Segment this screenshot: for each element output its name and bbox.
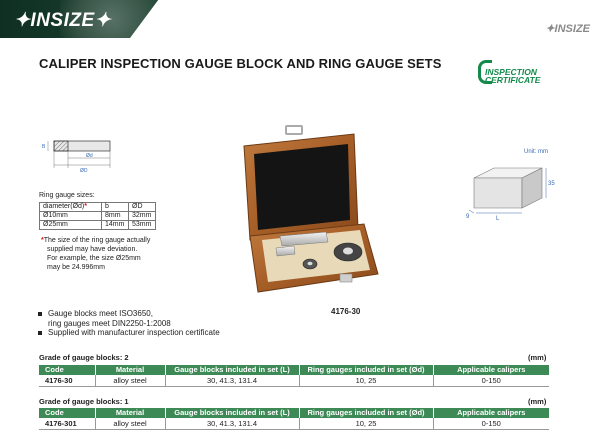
certificate-frame-icon	[478, 60, 492, 84]
spec-table-2: Code Material Gauge blocks included in s…	[39, 408, 549, 430]
cell-code: 4176-301	[39, 418, 96, 430]
column-header-calipers: Applicable calipers	[433, 365, 549, 375]
spec-table-header: Code Material Gauge blocks included in s…	[39, 365, 549, 375]
column-header-code: Code	[39, 365, 96, 375]
sketch-D-label: ØD	[80, 168, 88, 173]
cell-material: alloy steel	[95, 375, 166, 387]
ring-gauge-sketch: B Ød ØD	[42, 140, 111, 173]
unit-label: Unit: mm	[524, 149, 548, 155]
certificate-line-1: INSPECTION	[485, 67, 537, 77]
list-item-continuation: ring gauges meet DIN2250-1:2008	[48, 318, 171, 328]
cell-code: 4176-30	[39, 375, 96, 387]
gauge-block-long	[279, 231, 329, 247]
column-header-material: Material	[95, 408, 166, 418]
bullet-text: Gauge blocks meet ISO3650,	[48, 309, 153, 318]
note-line: For example, the size Ø25mm	[47, 255, 141, 262]
width-dimension-line	[468, 209, 475, 214]
cell-material: alloy steel	[95, 418, 166, 430]
brand-logo-small: ✦INSIZE	[545, 23, 590, 35]
column-header-gauge-blocks: Gauge blocks included in set (L)	[165, 408, 300, 418]
cell-calipers: 0-150	[433, 418, 549, 430]
ring-gauge-header-diameter: diameter(Ød)	[43, 203, 85, 210]
note-line: supplied may have deviation.	[47, 246, 138, 253]
table-row: 4176-301 alloy steel 30, 41.3, 131.4 10,…	[39, 418, 549, 430]
unit-mm-1: (mm)	[528, 353, 547, 362]
ring-gauge-header-star: *	[84, 203, 87, 210]
ring-gauge-header-cell: ØD	[128, 202, 156, 212]
case-handle-icon	[285, 125, 303, 135]
column-header-gauge-blocks: Gauge blocks included in set (L)	[165, 365, 300, 375]
table-row: 4176-30 alloy steel 30, 41.3, 131.4 10, …	[39, 375, 549, 387]
block-height-label: 35	[548, 181, 555, 187]
cell-gauge-blocks: 30, 41.3, 131.4	[165, 375, 300, 387]
bullet-text: Supplied with manufacturer inspection ce…	[48, 328, 220, 337]
column-header-material: Material	[95, 365, 166, 375]
column-header-ring-gauges: Ring gauges included in set (Ød)	[299, 408, 434, 418]
ring-gauge-cell: 53mm	[128, 220, 156, 230]
product-photo	[243, 125, 379, 293]
cell-gauge-blocks: 30, 41.3, 131.4	[165, 418, 300, 430]
gauge-block-short	[275, 245, 296, 257]
gauge-block-diagram: 35 L 9	[466, 167, 555, 222]
product-model-label: 4176-30	[331, 307, 361, 316]
ring-gauge-title: Ring gauge sizes:	[39, 192, 95, 199]
header-white-area	[130, 0, 600, 38]
note-text: The size of the ring gauge actually	[43, 237, 151, 244]
block-front-face	[473, 177, 523, 209]
certificate-line-2: CERTIFICATE	[485, 75, 541, 85]
ring-gauge-cell: Ø10mm	[39, 211, 102, 221]
bullet-icon	[38, 331, 42, 335]
cell-ring-gauges: 10, 25	[299, 375, 434, 387]
ring-gauge-table: diameter(Ød)* b ØD Ø10mm 8mm 32mm Ø25mm …	[39, 202, 156, 230]
grade-heading-2: Grade of gauge blocks: 1	[39, 397, 129, 406]
ring-gauge-header-cell: diameter(Ød)*	[39, 202, 102, 212]
inspection-certificate-badge: INSPECTION CERTIFICATE	[478, 60, 558, 88]
cell-calipers: 0-150	[433, 375, 549, 387]
cell-ring-gauges: 10, 25	[299, 418, 434, 430]
spec-table-1: Code Material Gauge blocks included in s…	[39, 365, 549, 387]
case-latch-icon	[339, 273, 353, 283]
header-banner: ✦INSIZE✦ ✦INSIZE	[0, 0, 600, 38]
block-side-face	[521, 167, 543, 209]
case-lid-foam	[254, 144, 350, 230]
ring-gauge-cell: Ø25mm	[39, 220, 102, 230]
sketch-d-label: Ød	[86, 153, 93, 159]
ring-gauge-cell: 8mm	[101, 211, 129, 221]
ring-gauge-cell: 14mm	[101, 220, 129, 230]
ring-gauge-large-hole	[343, 247, 353, 255]
column-header-ring-gauges: Ring gauges included in set (Ød)	[299, 365, 434, 375]
sketch-b-label: B	[42, 144, 46, 150]
ring-gauge-cell: 32mm	[128, 211, 156, 221]
spec-table-header: Code Material Gauge blocks included in s…	[39, 408, 549, 418]
brand-logo: ✦INSIZE✦	[14, 10, 112, 31]
note-star: *	[41, 237, 44, 244]
ring-gauge-header-cell: b	[101, 202, 129, 212]
table-row: Ø10mm 8mm 32mm	[39, 211, 156, 221]
unit-mm-2: (mm)	[528, 397, 547, 406]
ring-gauge-small-hole	[307, 261, 313, 266]
ring-gauge-deviation-note: *The size of the ring gauge actually sup…	[41, 236, 171, 272]
page-title: CALIPER INSPECTION GAUGE BLOCK AND RING …	[39, 56, 442, 71]
feature-list: Gauge blocks meet ISO3650, ring gauges m…	[37, 309, 220, 338]
column-header-calipers: Applicable calipers	[433, 408, 549, 418]
grade-heading-1: Grade of gauge blocks: 2	[39, 353, 129, 362]
bullet-icon	[38, 312, 42, 316]
list-item: Gauge blocks meet ISO3650,	[37, 309, 220, 319]
note-line: may be 24.996mm	[47, 264, 105, 271]
ring-gauge-header-row: diameter(Ød)* b ØD	[39, 202, 156, 212]
block-length-label: L	[496, 216, 500, 222]
column-header-code: Code	[39, 408, 96, 418]
list-item: Supplied with manufacturer inspection ce…	[37, 328, 220, 338]
ring-gauge-hatch	[53, 140, 69, 152]
table-row: Ø25mm 14mm 53mm	[39, 220, 156, 230]
block-width-label: 9	[466, 214, 470, 220]
note-line: *The size of the ring gauge actually	[41, 236, 171, 245]
